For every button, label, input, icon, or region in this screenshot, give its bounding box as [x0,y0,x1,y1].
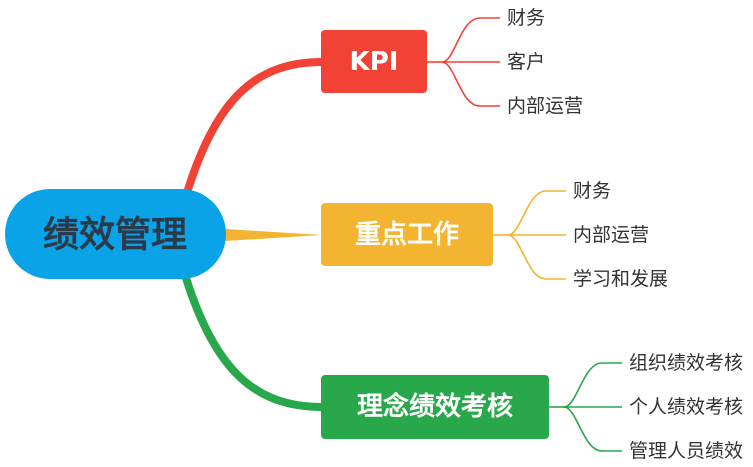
connector-root-focus-work [225,229,322,241]
leaf-kpi-customer[interactable]: 客户 [507,51,545,73]
branch-node-focus-work-label: 重点工作 [355,219,459,250]
root-node[interactable]: 绩效管理 [5,189,226,279]
leaf-assessment-management[interactable]: 管理人员绩效 [629,440,743,462]
root-node-label: 绩效管理 [43,215,187,256]
branch-node-focus-work[interactable]: 重点工作 [321,203,493,266]
root-node-shape [5,189,226,279]
connector-root-concept-assessment [182,274,326,411]
leaf-focus-work-internal-operations[interactable]: 内部运营 [573,224,649,246]
branch-node-focus-work-shape [321,203,493,266]
connector-root-kpi [182,58,326,200]
leaf-connectors-concept-assessment [549,362,622,452]
branch-node-concept-assessment[interactable]: 理念绩效考核 [321,375,549,439]
leaf-connectors-focus-work [493,190,566,280]
leaf-focus-work-finance[interactable]: 财务 [573,180,611,202]
leaf-assessment-organization[interactable]: 组织绩效考核 [629,352,743,374]
branch-node-kpi-shape [321,30,427,93]
leaf-connectors-kpi [427,17,500,107]
leaf-focus-work-learning-development[interactable]: 学习和发展 [573,268,668,290]
leaf-kpi-finance[interactable]: 财务 [507,7,545,29]
branch-node-concept-assessment-shape [321,375,549,439]
branch-node-kpi-label: KPI [350,47,399,77]
leaf-kpi-internal-operations[interactable]: 内部运营 [507,95,583,117]
leaf-assessment-individual[interactable]: 个人绩效考核 [629,396,743,418]
branch-node-concept-assessment-label: 理念绩效考核 [357,391,513,422]
branch-node-kpi[interactable]: KPI [321,30,427,93]
